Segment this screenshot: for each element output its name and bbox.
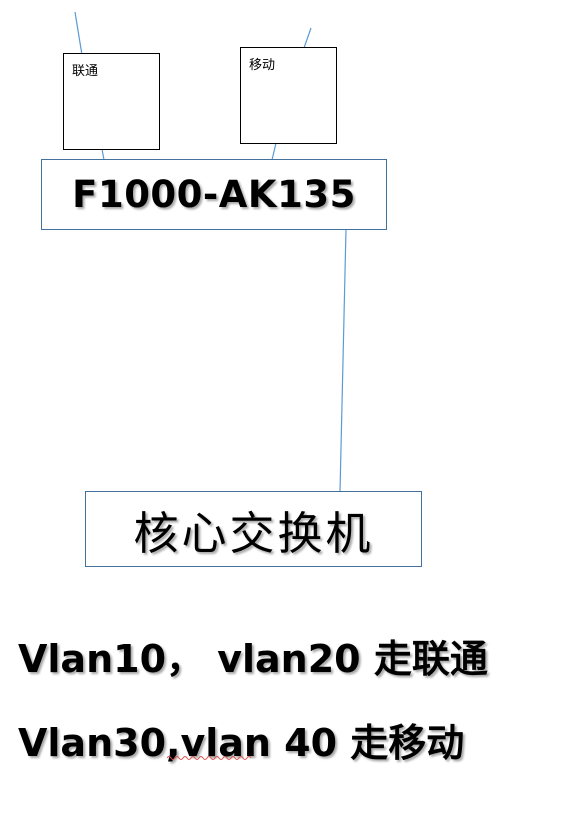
firewall-to-core-line [339,228,347,493]
mobile-box: 移动 [240,47,337,144]
vlan-mobile-note: Vlan30,vlan 40 走移动 [18,721,465,765]
vlan-unicom-note: Vlan10， vlan20 走联通 [18,637,488,681]
unicom-label: 联通 [72,64,99,79]
mobile-to-firewall-line [271,142,277,161]
core-switch-label: 核心交换机 [133,506,374,560]
mobile-label: 移动 [249,58,276,73]
firewall-label: F1000-AK135 [72,173,356,216]
unicom-to-firewall-line [101,148,105,161]
spellcheck-underline [167,756,252,760]
unicom-box: 联通 [63,53,160,150]
firewall-box: F1000-AK135 [41,159,387,230]
core-switch-box: 核心交换机 [85,491,422,567]
mobile-uplink-line [303,27,312,49]
unicom-uplink-line [74,11,83,56]
